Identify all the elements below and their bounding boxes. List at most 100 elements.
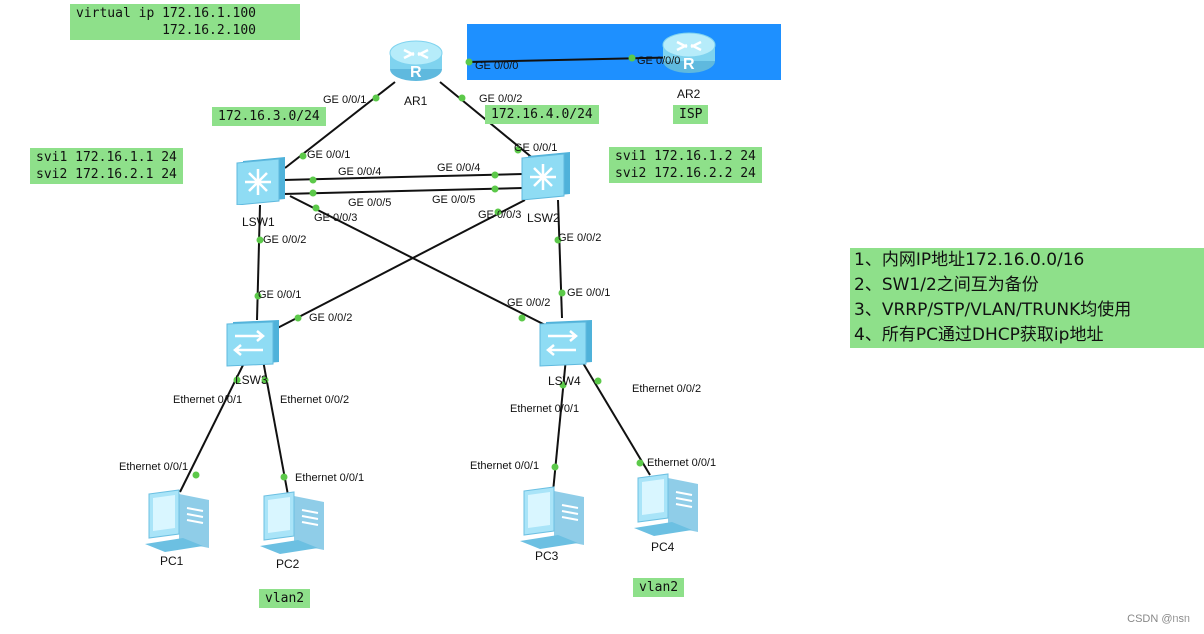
isp-area [467,24,781,80]
pc3-label: PC3 [535,549,559,563]
lsw1-svi2: svi2 172.16.2.1 24 [36,167,177,182]
port-label: GE 0/0/1 [307,149,351,161]
lsw3-switch-icon[interactable] [225,318,281,368]
ar2-label: AR2 [677,87,701,101]
port-label: Ethernet 0/0/2 [632,383,702,395]
virtual-ip-line1: virtual ip 172.16.1.100 [76,6,257,21]
port-label: GE 0/0/2 [507,297,551,309]
pc3-icon[interactable] [518,485,588,551]
pc1-label: PC1 [160,554,184,568]
port-dot [554,236,562,244]
port-dot [558,289,566,297]
svg-text:R: R [410,64,422,81]
requirement-item: 4、所有PC通过DHCP获取ip地址 [854,325,1104,345]
lsw1-svi1: svi1 172.16.1.1 24 [36,150,177,165]
port-dot [494,208,502,216]
lsw2-svi2: svi2 172.16.2.2 24 [615,166,756,181]
link-ar1-ar2 [467,56,691,63]
port-label: GE 0/0/2 [558,232,602,244]
port-label: Ethernet 0/0/1 [470,460,540,472]
lsw4-label: LSW4 [548,374,581,388]
link-lsw1-lsw3 [256,204,261,321]
virtual-ip-note: virtual ip 172.16.1.100 172.16.2.100 [70,4,300,40]
port-dot [636,459,644,467]
link-lsw4-pc4 [579,357,651,476]
port-dot [514,146,522,154]
port-label: GE 0/0/2 [479,93,523,105]
port-dot [312,204,320,212]
ar2-router-icon[interactable]: R [660,25,718,77]
requirement-item: 3、VRRP/STP/VLAN/TRUNK均使用 [854,300,1132,320]
port-dot [192,471,200,479]
network-ar1-lsw1-label: 172.16.3.0/24 [212,107,326,126]
pc2-icon[interactable] [258,490,328,556]
port-label: GE 0/0/1 [323,94,367,106]
ar1-label: AR1 [404,94,428,108]
port-label: GE 0/0/5 [348,197,392,209]
port-dot [551,463,559,471]
requirement-item: 1、内网IP地址172.16.0.0/16 [854,250,1085,270]
port-dot [594,377,602,385]
port-label: Ethernet 0/0/1 [119,461,189,473]
port-dot [372,94,380,102]
port-dot [559,381,567,389]
lsw1-l3switch-icon[interactable] [235,155,287,205]
port-label: GE 0/0/0 [637,55,681,67]
ar1-router-icon[interactable]: R [387,33,445,85]
port-label: GE 0/0/2 [309,312,353,324]
pc2-label: PC2 [276,557,300,571]
lsw2-l3switch-icon[interactable] [520,150,572,200]
port-label: GE 0/0/1 [258,289,302,301]
port-dot [256,236,264,244]
link-lsw1-lsw2-g4 [282,173,524,181]
port-dot [518,314,526,322]
port-label: GE 0/0/4 [437,162,481,174]
link-lsw2-lsw4 [557,199,563,319]
port-dot [309,176,317,184]
pc4-icon[interactable] [632,472,702,538]
port-dot [465,58,473,66]
port-label: GE 0/0/2 [263,234,307,246]
requirement-item: 2、SW1/2之间互为备份 [854,275,1039,295]
port-label: GE 0/0/5 [432,194,476,206]
network-ar1-lsw2-label: 172.16.4.0/24 [485,105,599,124]
port-label: Ethernet 0/0/2 [280,394,350,406]
port-label: GE 0/0/4 [338,166,382,178]
pc1-icon[interactable] [143,488,213,554]
vlan2-right-label: vlan2 [633,578,685,597]
lsw3-label: LSW3 [235,373,268,387]
isp-label: ISP [673,105,709,124]
port-label: Ethernet 0/0/1 [173,394,243,406]
port-label: GE 0/0/3 [314,212,358,224]
port-dot [254,292,262,300]
vlan2-left-label: vlan2 [259,589,311,608]
port-dot [294,314,302,322]
port-label: GE 0/0/1 [567,287,611,299]
port-dot [280,473,288,481]
port-dot [299,152,307,160]
port-dot [309,189,317,197]
port-dot [458,94,466,102]
port-label: GE 0/0/3 [478,209,522,221]
watermark: CSDN @ᥒsᥒ [1127,613,1190,625]
requirements-note: 1、内网IP地址172.16.0.0/16 2、SW1/2之间互为备份 3、VR… [850,248,1204,348]
link-lsw1-lsw4 [289,195,556,331]
lsw4-switch-icon[interactable] [538,318,594,368]
port-label: GE 0/0/1 [514,142,558,154]
port-dot [628,54,636,62]
virtual-ip-line2: 172.16.2.100 [76,23,257,38]
port-dot [233,376,241,384]
port-label: Ethernet 0/0/1 [647,457,717,469]
pc4-label: PC4 [651,540,675,554]
lsw1-svi-note: svi1 172.16.1.1 24 svi2 172.16.2.1 24 [30,148,183,184]
port-label: Ethernet 0/0/1 [510,403,580,415]
port-label: Ethernet 0/0/1 [295,472,365,484]
link-lsw1-lsw2-g5 [282,187,524,195]
port-dot [261,376,269,384]
port-dot [491,171,499,179]
svg-text:R: R [683,56,695,73]
port-label: GE 0/0/0 [475,60,519,72]
lsw2-label: LSW2 [527,211,560,225]
